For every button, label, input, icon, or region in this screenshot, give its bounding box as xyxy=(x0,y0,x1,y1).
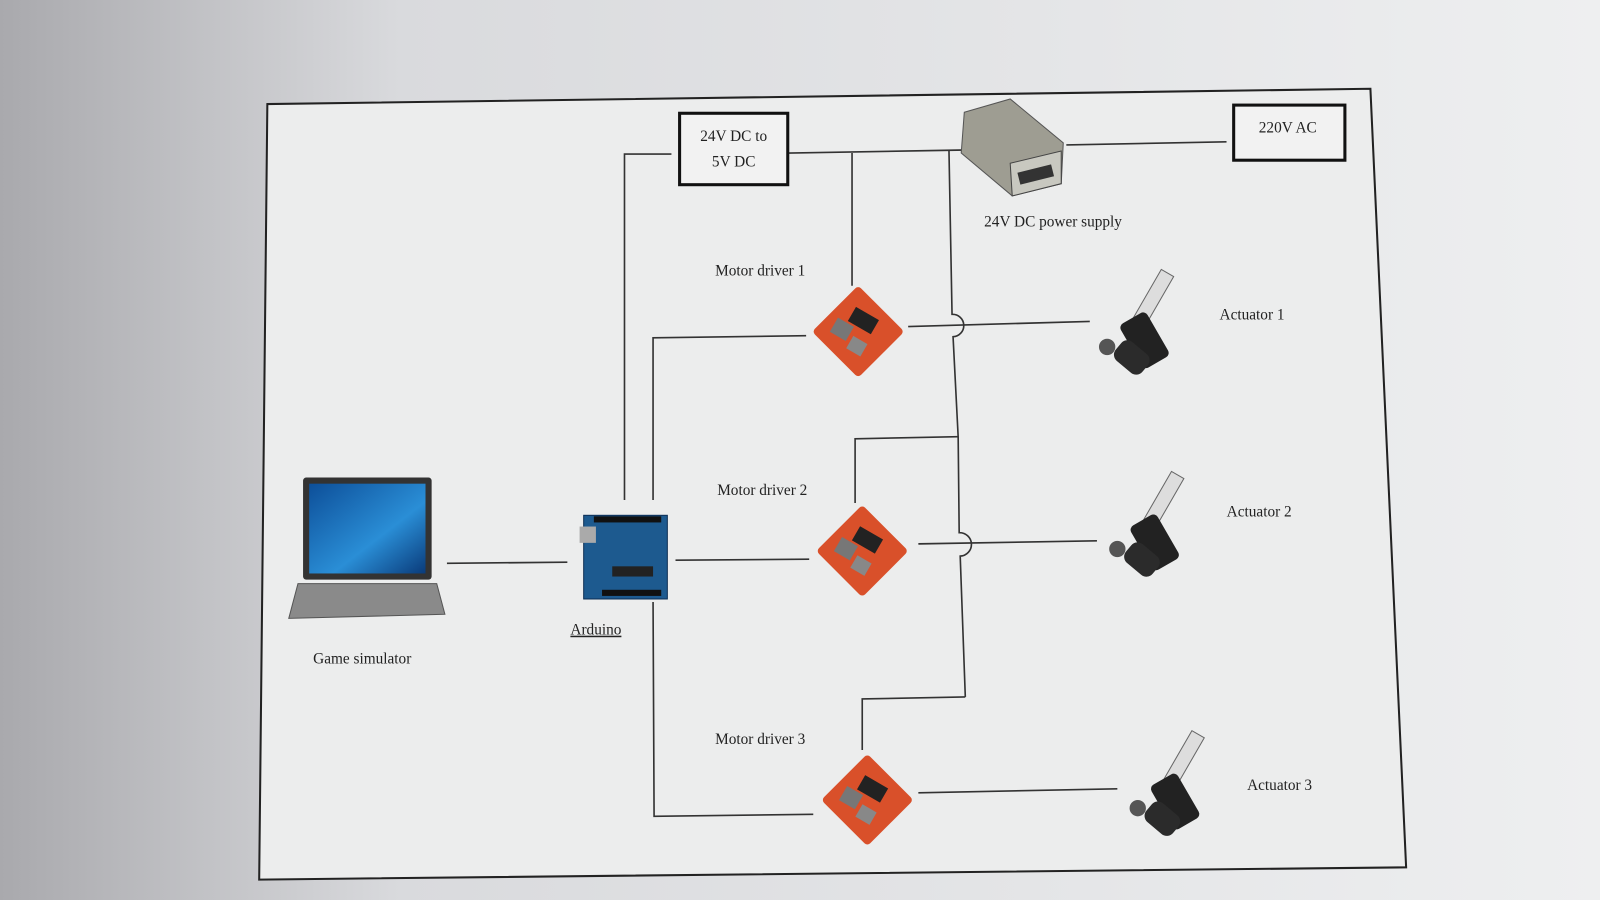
mains-box: 220V AC xyxy=(1232,103,1347,162)
power-supply-image xyxy=(960,98,1064,197)
actuator-3-label: Actuator 3 xyxy=(1247,777,1312,794)
actuator-1-label: Actuator 1 xyxy=(1220,306,1285,323)
actuator-2-label: Actuator 2 xyxy=(1227,503,1292,520)
game-simulator-label: Game simulator xyxy=(313,650,411,667)
laptop-image xyxy=(288,477,446,619)
mains-label: 220V AC xyxy=(1259,120,1317,137)
motor-driver-3-label: Motor driver 3 xyxy=(715,731,805,748)
converter-label-line1: 24V DC to xyxy=(700,128,767,145)
arduino-label: Arduino xyxy=(570,622,621,639)
motor-driver-1-label: Motor driver 1 xyxy=(715,263,805,280)
diagram-frame xyxy=(258,87,1408,881)
motor-driver-2-label: Motor driver 2 xyxy=(717,482,807,499)
wires xyxy=(446,141,1227,818)
converter-label-line2: 5V DC xyxy=(712,153,756,170)
power-supply-label: 24V DC power supply xyxy=(984,214,1122,231)
converter-box: 24V DC to 5V DC xyxy=(678,111,790,187)
arduino-image xyxy=(579,514,668,600)
